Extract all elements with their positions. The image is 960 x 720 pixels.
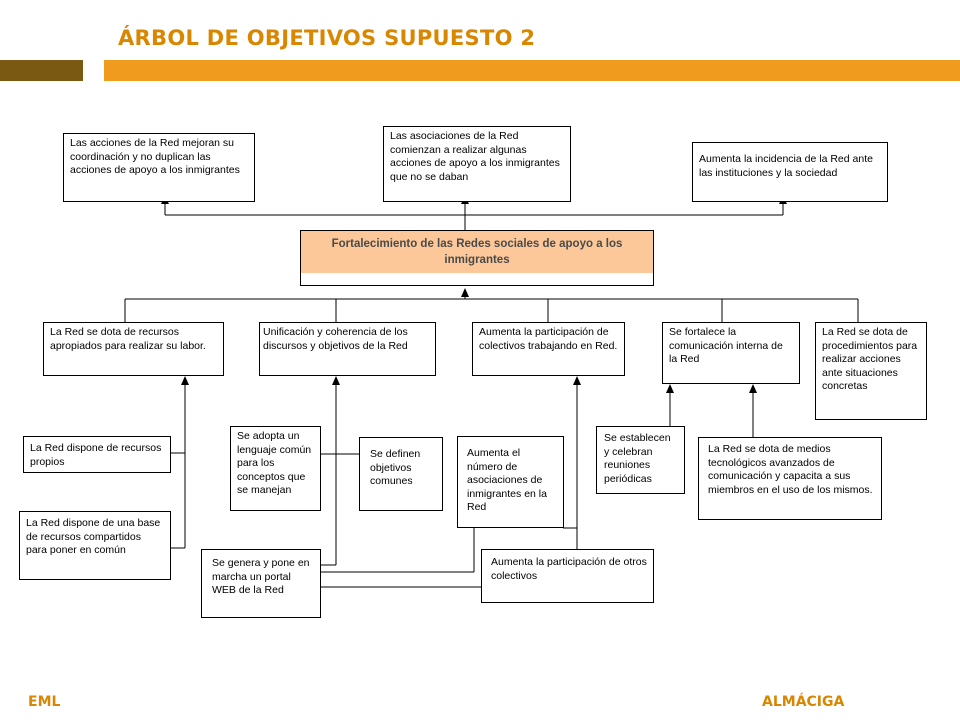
end-box: Las acciones de la Red mejoran su coordi… xyxy=(63,133,255,202)
action-box: Se adopta un lenguaje común para los con… xyxy=(230,426,321,511)
page-title: ÁRBOL DE OBJETIVOS SUPUESTO 2 xyxy=(118,26,536,50)
means-box: La Red se dota de procedimientos para re… xyxy=(815,322,927,420)
action-box: Se genera y pone en marcha un portal WEB… xyxy=(201,549,321,618)
action-box: Se establecen y celebran reuniones perió… xyxy=(596,426,685,494)
means-box: Aumenta la participación de colectivos t… xyxy=(472,322,625,376)
action-box: Aumenta el número de asociaciones de inm… xyxy=(457,436,564,528)
footer-left: EML xyxy=(28,694,61,710)
action-box: Se definen objetivos comunes xyxy=(359,437,443,511)
central-objective-label: Fortalecimiento de las Redes sociales de… xyxy=(301,231,653,273)
action-box: La Red dispone de una base de recursos c… xyxy=(19,511,171,580)
means-box: Unificación y coherencia de los discurso… xyxy=(259,322,436,376)
header-bar-dark xyxy=(0,60,83,81)
arrowhead xyxy=(461,288,469,297)
action-box: La Red se dota de medios tecnológicos av… xyxy=(698,437,882,520)
arrowhead xyxy=(332,376,340,385)
footer-right: ALMÁCIGA xyxy=(762,694,845,710)
action-box: Aumenta la participación de otros colect… xyxy=(481,549,654,603)
central-objective: Fortalecimiento de las Redes sociales de… xyxy=(300,230,654,286)
action-box: La Red dispone de recursos propios xyxy=(23,436,171,473)
end-box: Las asociaciones de la Red comienzan a r… xyxy=(383,126,571,202)
means-box: Se fortalece la comunicación interna de … xyxy=(662,322,800,384)
arrowhead xyxy=(181,376,189,385)
arrowhead xyxy=(573,376,581,385)
arrowhead xyxy=(666,384,674,393)
end-box: Aumenta la incidencia de la Red ante las… xyxy=(692,142,888,202)
means-box: La Red se dota de recursos apropiados pa… xyxy=(43,322,224,376)
header-bar-orange xyxy=(104,60,960,81)
arrowhead xyxy=(749,384,757,393)
